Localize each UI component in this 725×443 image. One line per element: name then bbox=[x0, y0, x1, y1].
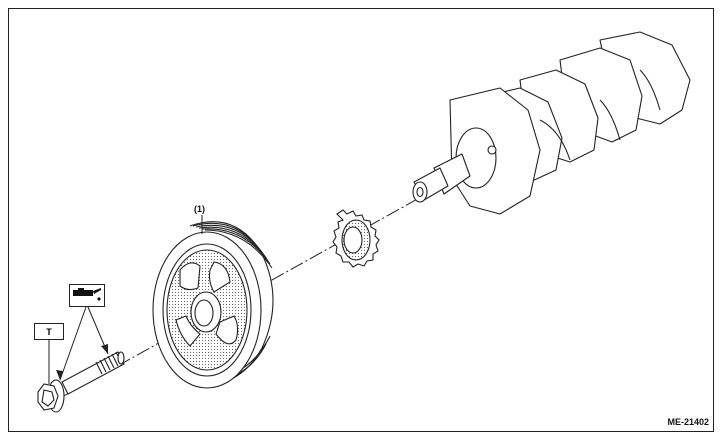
pulley-callout-label: (1) bbox=[194, 204, 205, 214]
oil-can-icon bbox=[73, 288, 101, 301]
crankshaft-pulley bbox=[152, 221, 274, 389]
pulley-bolt bbox=[37, 351, 125, 413]
crankshaft bbox=[412, 31, 691, 215]
leader-arrowheads bbox=[56, 344, 108, 380]
torque-symbol-box: T bbox=[34, 323, 64, 340]
oil-application-symbol bbox=[69, 284, 105, 307]
figure-id: ME-21402 bbox=[667, 417, 709, 427]
crank-sprocket bbox=[332, 209, 380, 268]
